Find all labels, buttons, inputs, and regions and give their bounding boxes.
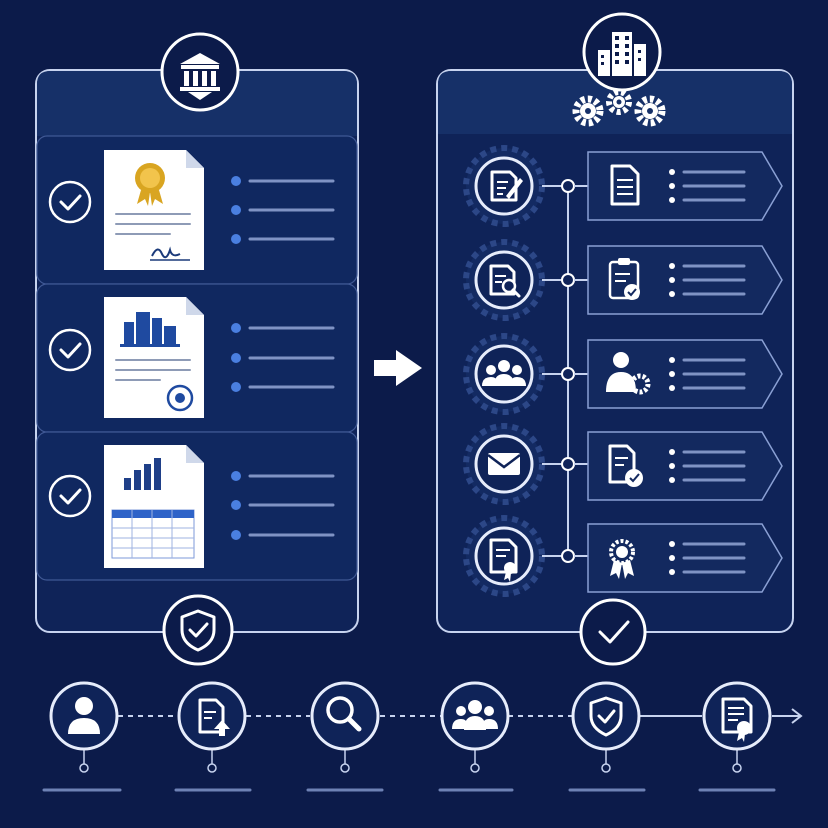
- right-panel: [436, 12, 794, 666]
- bullet-list: [231, 323, 335, 392]
- step-5: [463, 515, 783, 597]
- timeline-step-2: [177, 681, 247, 751]
- office-building-icon: [582, 12, 662, 92]
- shield-check-icon: [162, 594, 234, 666]
- team-icon: [452, 700, 498, 730]
- timeline: [42, 681, 803, 792]
- step-2: [463, 239, 783, 321]
- gears-icon: [572, 89, 666, 127]
- left-row-1: [48, 150, 335, 270]
- user-icon: [68, 697, 100, 734]
- search-icon: [326, 696, 362, 732]
- financial-report-icon: [104, 445, 204, 568]
- bullet-list: [231, 471, 335, 540]
- left-panel: [35, 32, 359, 666]
- document-upload-icon: [198, 698, 230, 736]
- timeline-step-5: [571, 681, 641, 751]
- left-row-2: [48, 297, 335, 418]
- step-4: [463, 423, 783, 505]
- check-circle-icon: [48, 328, 92, 372]
- certificate-icon: [489, 538, 518, 582]
- document-icon: [610, 164, 640, 206]
- bullet-list: [231, 176, 335, 244]
- user-gear-icon: [606, 352, 651, 395]
- company-document-icon: [104, 297, 204, 418]
- document-edit-icon: [490, 170, 523, 202]
- bullet-list: [669, 357, 746, 391]
- left-row-3: [48, 445, 335, 568]
- certificate-document-icon: [104, 150, 204, 270]
- check-circle-icon: [48, 474, 92, 518]
- bullet-list: [669, 449, 746, 483]
- check-circle-icon: [48, 180, 92, 224]
- check-icon: [579, 598, 647, 666]
- timeline-step-4: [440, 681, 510, 751]
- clipboard-check-icon: [608, 258, 640, 300]
- timeline-step-3: [310, 681, 380, 751]
- timeline-step-1: [49, 681, 119, 751]
- shield-check-icon: [589, 696, 623, 737]
- bullet-list: [669, 263, 746, 297]
- timeline-step-6: [702, 681, 772, 751]
- arrow-right-icon: [374, 350, 422, 386]
- envelope-icon: [487, 453, 521, 475]
- arrow-right-icon: [791, 708, 803, 724]
- award-badge-icon: [609, 539, 635, 579]
- certificate-icon: [721, 697, 753, 742]
- step-3: [463, 333, 783, 415]
- step-1: [463, 145, 783, 227]
- bullet-list: [669, 169, 746, 203]
- team-icon: [482, 360, 526, 386]
- institution-icon: [160, 32, 240, 112]
- bullet-list: [669, 541, 746, 575]
- document-check-icon: [608, 444, 643, 487]
- document-search-icon: [489, 264, 521, 298]
